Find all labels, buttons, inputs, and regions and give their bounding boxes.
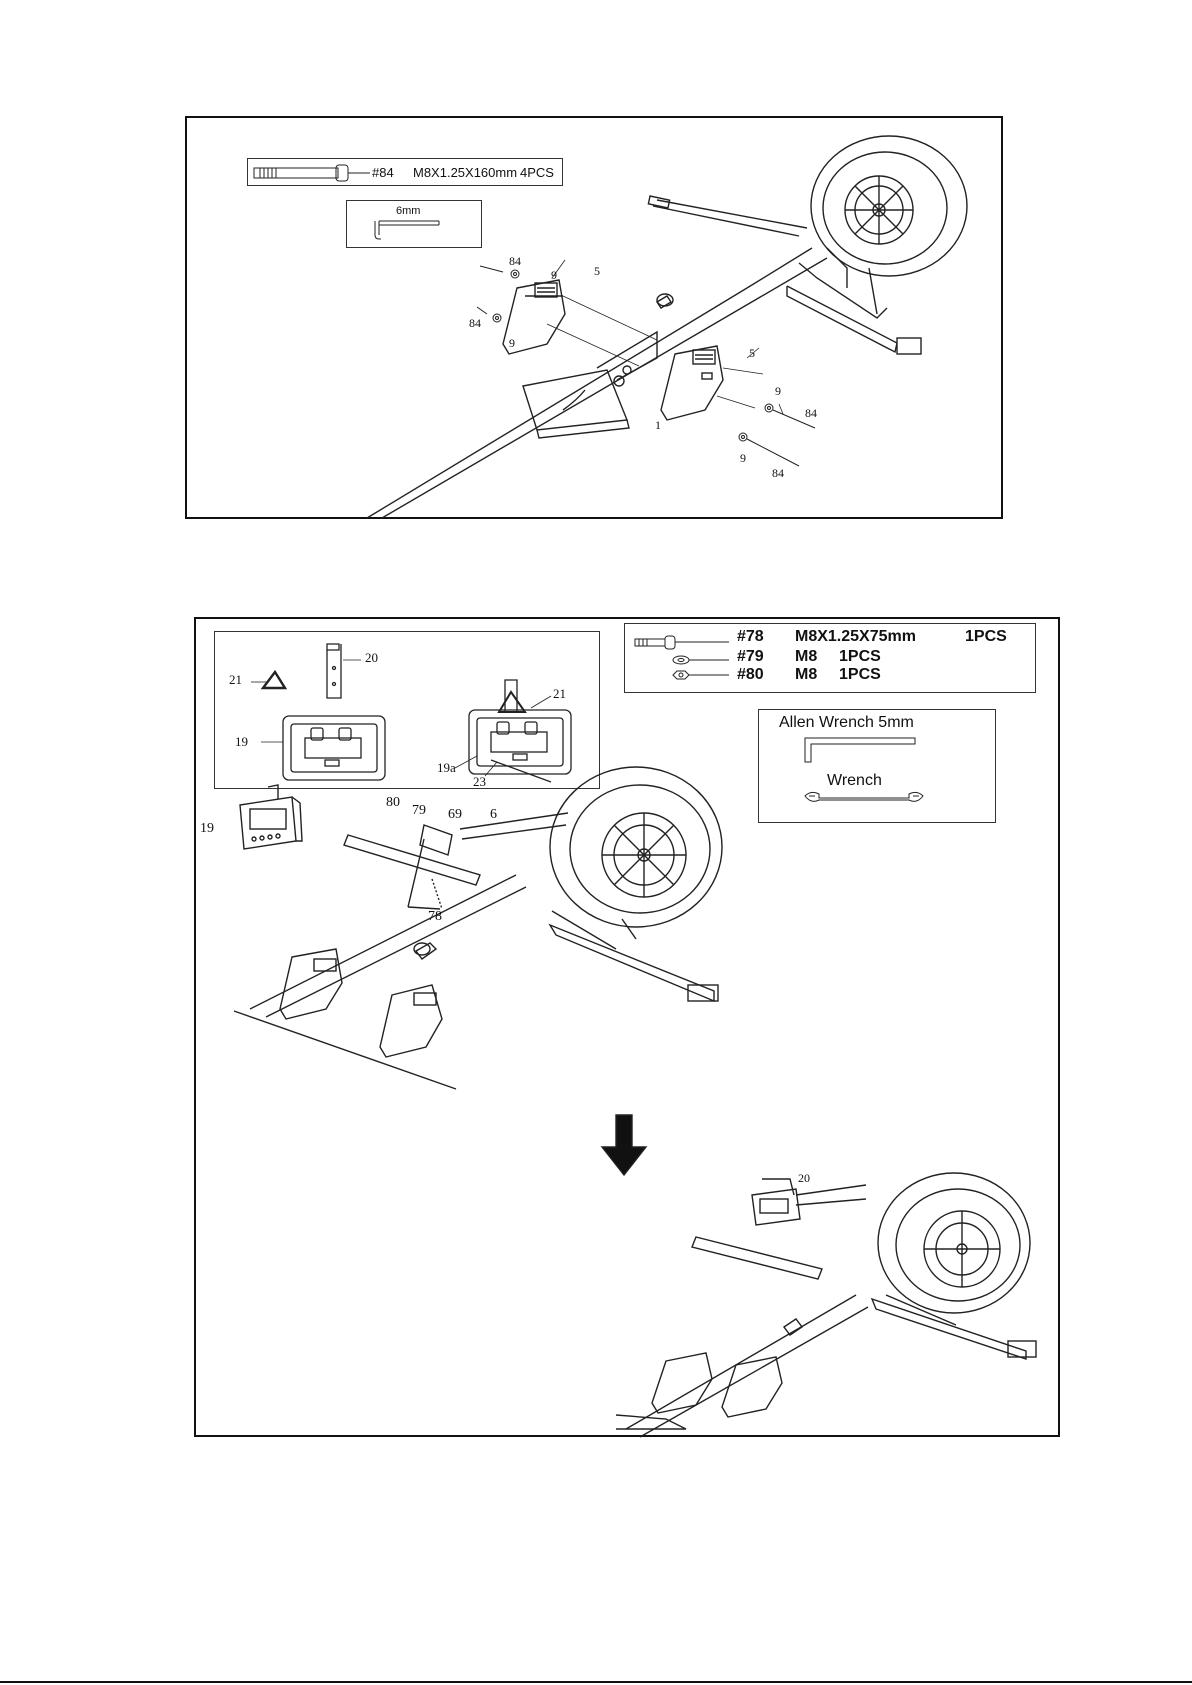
main-callout-80: 80 xyxy=(386,795,400,811)
callout-84-left: 84 xyxy=(469,316,481,331)
callout-5-left: 5 xyxy=(594,264,600,279)
main-callout-79: 79 xyxy=(412,803,426,819)
main-callout-69: 69 xyxy=(448,807,462,823)
page-bottom-rule xyxy=(0,1681,1192,1683)
callout-5-right: 5 xyxy=(749,346,755,361)
step2-illustration xyxy=(196,619,1062,1439)
callout-1: 1 xyxy=(655,418,661,433)
result-callout-20: 20 xyxy=(798,1171,810,1186)
callout-84-top: 84 xyxy=(509,254,521,269)
callout-9-top: 9 xyxy=(551,268,557,283)
callout-9-right-bottom: 9 xyxy=(740,451,746,466)
main-callout-6: 6 xyxy=(490,807,497,823)
rower-illustration xyxy=(187,118,1005,521)
callout-9-right-top: 9 xyxy=(775,384,781,399)
callout-9-left: 9 xyxy=(509,336,515,351)
step1-panel: #84 M8X1.25X160mm 4PCS 6mm xyxy=(185,116,1003,519)
main-callout-19: 19 xyxy=(200,821,214,837)
callout-84-right-bottom: 84 xyxy=(772,466,784,481)
callout-84-right-top: 84 xyxy=(805,406,817,421)
main-callout-78: 78 xyxy=(428,909,442,925)
step2-panel: 20 21 19 21 19a 23 #78 M8X1.25X75mm 1PCS… xyxy=(194,617,1060,1437)
